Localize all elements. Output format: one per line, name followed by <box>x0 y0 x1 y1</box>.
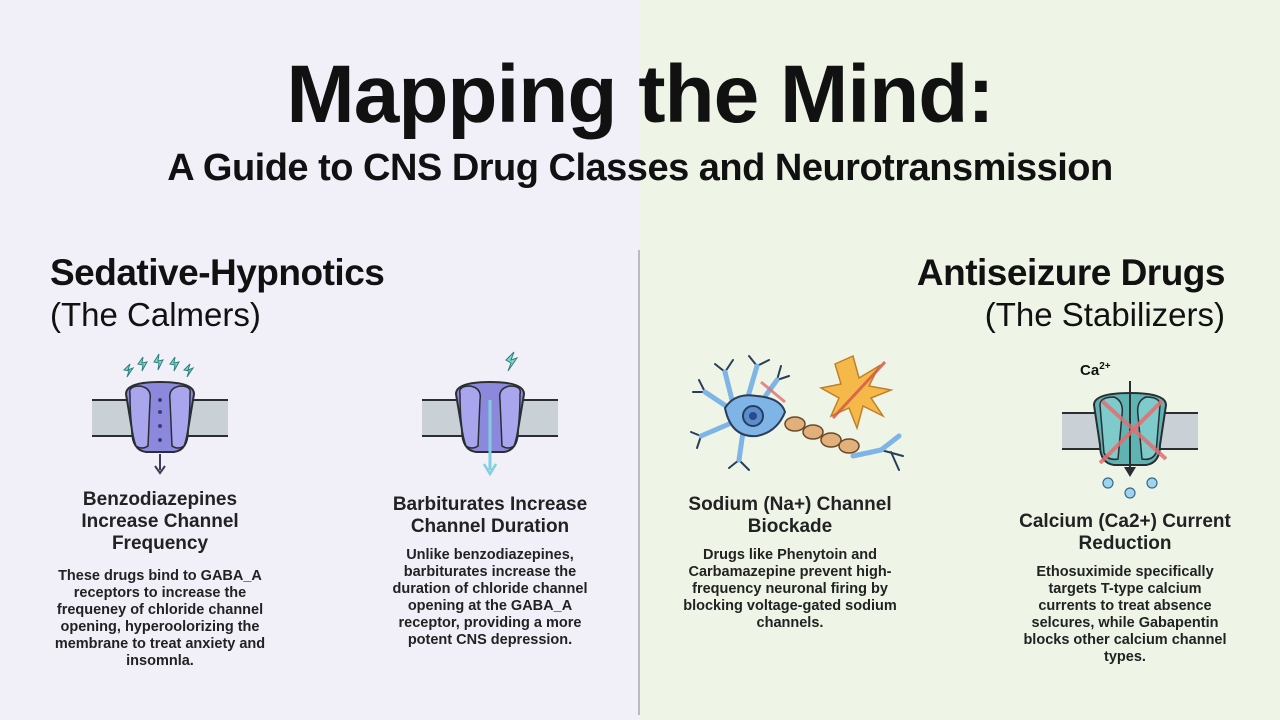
card-heading-benzodiazepines: Benzodiazepines Increase Channel Frequen… <box>81 489 239 554</box>
page-title: Mapping the Mind: <box>286 49 994 140</box>
right-section-subtitle: (The Stabilizers) <box>984 296 1225 333</box>
card-heading-barbiturates: Barbiturates Increase Channel Duration <box>392 494 588 537</box>
card-body-sodium-blockade: Drugs like Phenytoin and Carbamazepine p… <box>683 547 897 631</box>
right-panel-background <box>640 0 1280 720</box>
ion-label: Ca2+ <box>1080 361 1111 379</box>
gaba-channel-duration-icon <box>422 351 558 477</box>
card-body-calcium-reduction: Ethosuximide specifically targets T-type… <box>1023 564 1227 665</box>
left-panel-background <box>0 0 640 720</box>
gaba-channel-frequency-icon <box>92 353 228 475</box>
card-body-benzodiazepines: These drugs bind to GABA_A receptors to … <box>54 568 266 669</box>
left-section-subtitle: (The Calmers) <box>50 296 261 333</box>
left-section-title: Sedative-Hypnotics <box>50 252 385 293</box>
card-body-barbiturates: Unlike benzodiazepines, barbiturates inc… <box>392 547 588 648</box>
section-divider <box>638 250 640 715</box>
right-section-title: Antiseizure Drugs <box>916 252 1226 293</box>
card-heading-sodium-blockade: Sodium (Na+) Channel Biockade <box>688 494 892 537</box>
card-heading-calcium-reduction: Calcium (Ca2+) Current Reduction <box>1019 511 1231 554</box>
page-subtitle: A Guide to CNS Drug Classes and Neurotra… <box>167 147 1113 189</box>
calcium-channel-blocked-icon: Ca2+ <box>1062 361 1198 499</box>
neuron-blocked-firing-icon <box>690 354 904 471</box>
